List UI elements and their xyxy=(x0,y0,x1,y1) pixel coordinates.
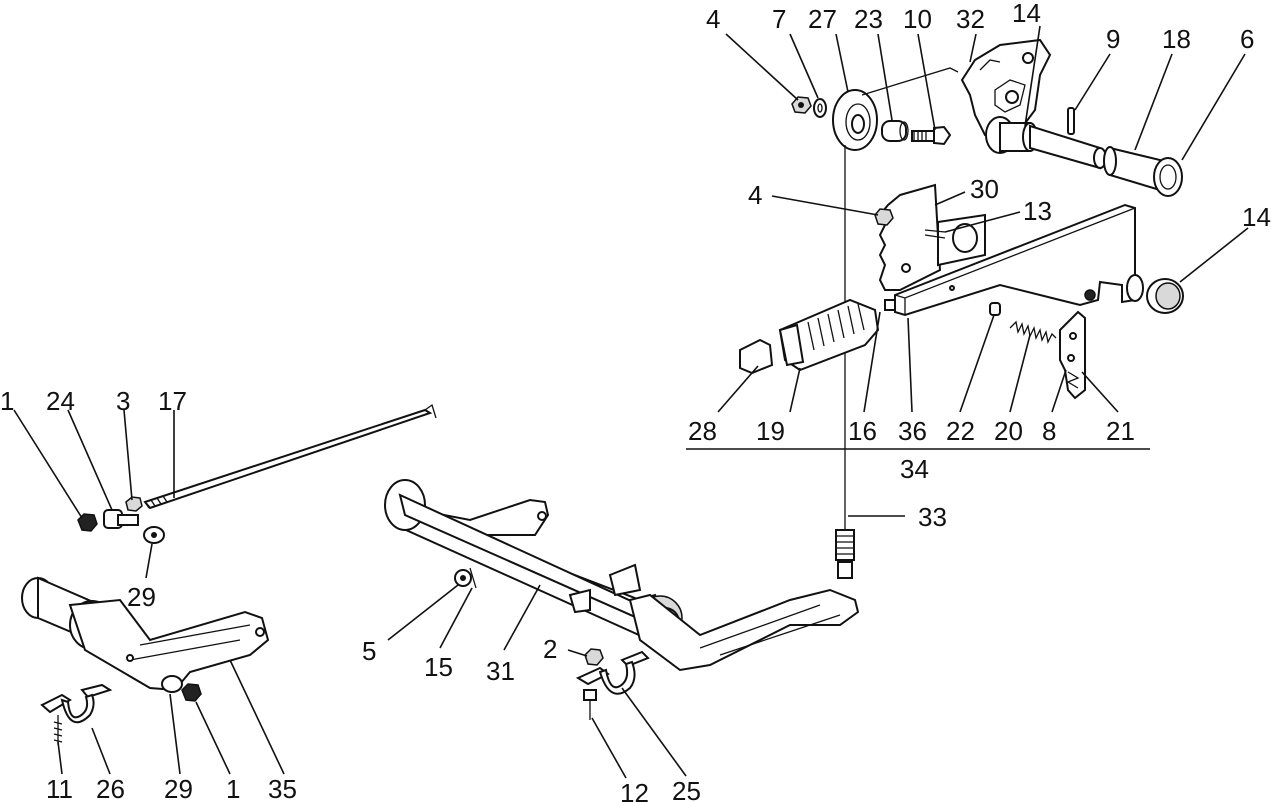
rod-17 xyxy=(143,403,437,510)
label-21: 21 xyxy=(1106,416,1135,446)
label-1-bottom: 1 xyxy=(226,774,240,802)
rod-end-fittings xyxy=(77,496,165,544)
label-29-bottom: 29 xyxy=(164,774,193,802)
label-26: 26 xyxy=(96,774,125,802)
label-13: 13 xyxy=(1023,196,1052,226)
label-8: 8 xyxy=(1042,416,1056,446)
label-25: 25 xyxy=(672,776,701,802)
label-28: 28 xyxy=(688,416,717,446)
label-35: 35 xyxy=(268,774,297,802)
label-29-top: 29 xyxy=(127,582,156,612)
label-12: 12 xyxy=(620,778,649,802)
label-14-top: 14 xyxy=(1012,0,1041,28)
clip-26 xyxy=(40,683,113,745)
bracket-32 xyxy=(960,38,1052,142)
label-27: 27 xyxy=(808,4,837,34)
label-34: 34 xyxy=(900,454,929,484)
label-4-top: 4 xyxy=(706,4,720,34)
cable-end-fitting xyxy=(835,529,855,579)
label-2: 2 xyxy=(543,634,557,664)
leader-lines xyxy=(13,25,1249,779)
label-7: 7 xyxy=(772,4,786,34)
label-24: 24 xyxy=(46,386,75,416)
label-11: 11 xyxy=(46,774,73,802)
label-16: 16 xyxy=(848,416,877,446)
label-20: 20 xyxy=(994,416,1023,446)
label-36: 36 xyxy=(898,416,927,446)
label-17: 17 xyxy=(158,386,187,416)
label-14-right: 14 xyxy=(1242,202,1271,232)
handle-grip xyxy=(739,298,880,375)
label-10: 10 xyxy=(903,4,932,34)
label-6: 6 xyxy=(1240,24,1254,54)
label-5: 5 xyxy=(362,636,376,666)
shaft-assembly xyxy=(985,107,1183,197)
label-15: 15 xyxy=(424,652,453,682)
label-23: 23 xyxy=(854,4,883,34)
label-22: 22 xyxy=(946,416,975,446)
label-3: 3 xyxy=(116,386,130,416)
label-30: 30 xyxy=(970,174,999,204)
label-31: 31 xyxy=(486,656,515,686)
label-18: 18 xyxy=(1162,24,1191,54)
label-4-mid: 4 xyxy=(748,180,762,210)
label-1-top: 1 xyxy=(0,386,14,416)
pedal-35 xyxy=(21,576,270,702)
clip-25 xyxy=(575,648,650,720)
lever-assembly xyxy=(874,183,1184,400)
label-9: 9 xyxy=(1106,24,1120,54)
label-19: 19 xyxy=(756,416,785,446)
label-32: 32 xyxy=(956,4,985,34)
pedal-shaft-31 xyxy=(384,479,860,672)
label-33: 33 xyxy=(918,502,947,532)
pulley-assembly xyxy=(791,67,959,151)
